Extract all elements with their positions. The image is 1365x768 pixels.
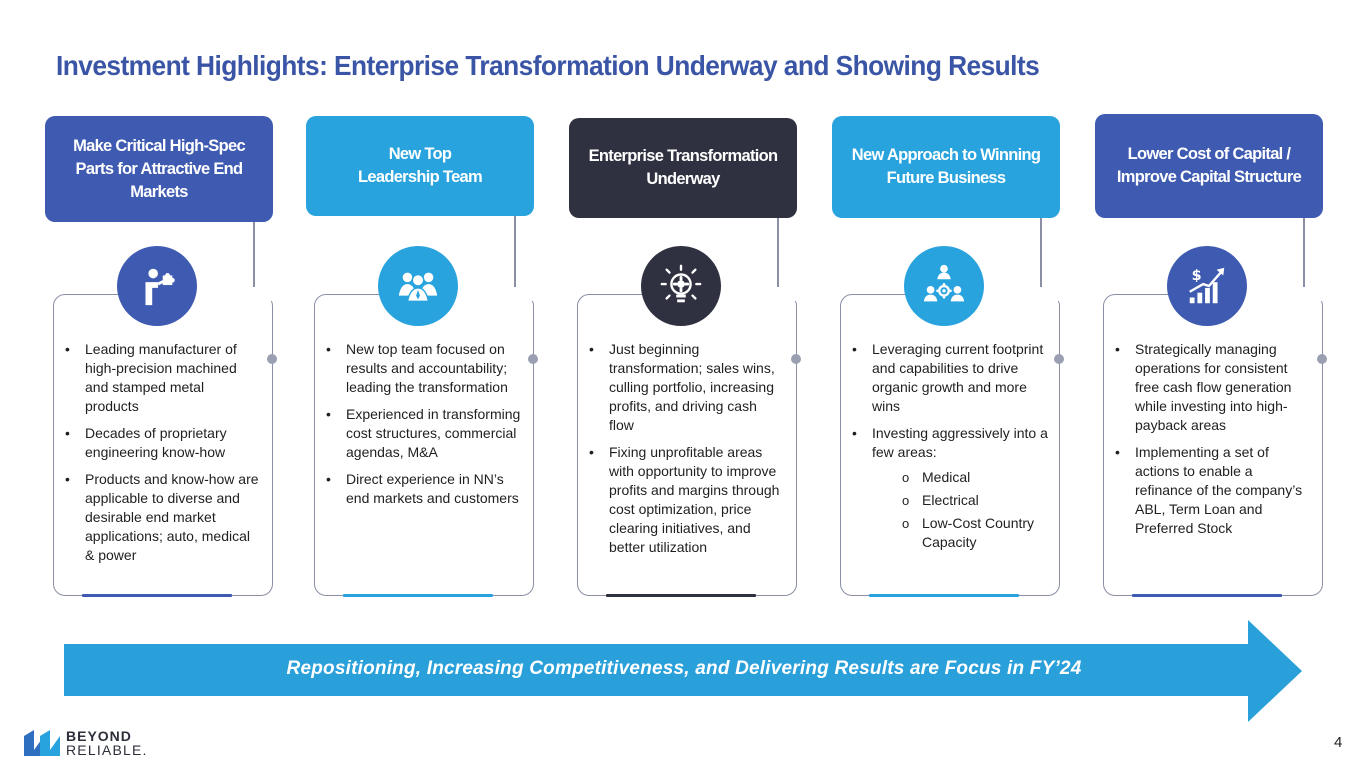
bullet-list: Leveraging current footprint and capabil… (850, 340, 1048, 560)
company-logo: BEYOND RELIABLE. (22, 728, 172, 758)
list-item: Strategically managing operations for co… (1113, 340, 1311, 435)
list-item: New top team focused on results and acco… (324, 340, 522, 397)
focus-banner-arrow: Repositioning, Increasing Competitivenes… (64, 620, 1304, 722)
page-title: Investment Highlights: Enterprise Transf… (56, 50, 1040, 81)
svg-text:$: $ (1192, 268, 1202, 284)
bullet-list: New top team focused on results and acco… (324, 340, 522, 516)
growth-chart-dollar-icon: $ (1167, 246, 1247, 326)
page-number: 4 (1334, 734, 1343, 751)
list-item: Investing aggressively into a few areas:… (850, 424, 1048, 552)
list-item: Products and know-how are applicable to … (63, 470, 261, 565)
column-heading: Lower Cost of Capital / Improve Capital … (1095, 114, 1323, 218)
bullet-list: Strategically managing operations for co… (1113, 340, 1311, 546)
nn-logo-icon (24, 730, 60, 756)
column-heading: Enterprise Transformation Underway (569, 118, 797, 218)
list-item: Direct experience in NN’s end markets an… (324, 470, 522, 508)
list-item: Experienced in transforming cost structu… (324, 405, 522, 462)
person-puzzle-icon (117, 246, 197, 326)
bullet-list: Leading manufacturer of high-precision m… (63, 340, 261, 573)
list-item: Leading manufacturer of high-precision m… (63, 340, 261, 416)
highlight-column-4: New Approach to Winning Future Business … (832, 112, 1066, 602)
list-item: Implementing a set of actions to enable … (1113, 443, 1311, 538)
sub-list-item: Electrical (902, 491, 1048, 510)
highlight-column-1: Make Critical High-Spec Parts for Attrac… (45, 112, 279, 602)
sub-list-item: Low-Cost Country Capacity (902, 514, 1048, 552)
sub-bullet-list: Medical Electrical Low-Cost Country Capa… (872, 468, 1048, 552)
column-heading: Make Critical High-Spec Parts for Attrac… (45, 116, 273, 222)
sub-list-item: Medical (902, 468, 1048, 487)
logo-line-2: RELIABLE. (66, 742, 148, 758)
column-heading: New Approach to Winning Future Business (832, 116, 1060, 218)
list-item: Leveraging current footprint and capabil… (850, 340, 1048, 416)
logo-line-1: BEYOND (66, 728, 132, 744)
banner-text: Repositioning, Increasing Competitivenes… (286, 658, 1082, 679)
highlight-column-2: New Top Leadership Team New top team foc… (306, 112, 540, 602)
bullet-list: Just beginning transformation; sales win… (587, 340, 785, 565)
list-item: Just beginning transformation; sales win… (587, 340, 785, 435)
list-item: Fixing unprofitable areas with opportuni… (587, 443, 785, 557)
column-heading: New Top Leadership Team (306, 116, 534, 216)
lightbulb-gear-icon (641, 246, 721, 326)
network-people-icon (904, 246, 984, 326)
list-item: Decades of proprietary engineering know-… (63, 424, 261, 462)
team-icon (378, 246, 458, 326)
highlight-column-5: Lower Cost of Capital / Improve Capital … (1095, 112, 1329, 602)
highlight-column-3: Enterprise Transformation Underway Just … (569, 112, 803, 602)
